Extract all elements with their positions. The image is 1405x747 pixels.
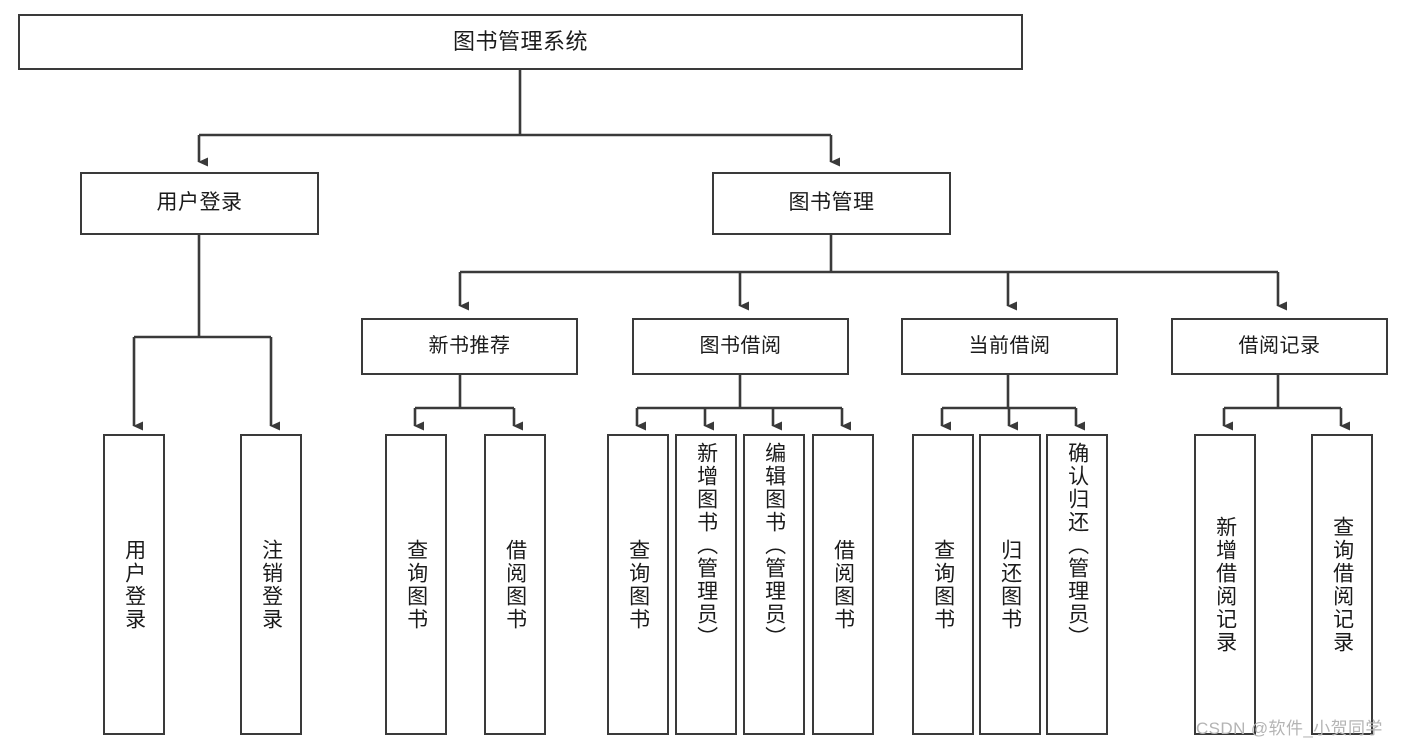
node-leaf-borrow-book-1-label: 借阅图书 bbox=[503, 538, 527, 631]
node-leaf-add-book[interactable]: 新增图书（管理员） bbox=[675, 434, 737, 735]
node-leaf-return-book-label: 归还图书 bbox=[998, 538, 1022, 631]
node-current-borrow-label: 当前借阅 bbox=[968, 334, 1051, 357]
node-leaf-add-record-label: 新增借阅记录 bbox=[1213, 515, 1237, 654]
node-leaf-borrow-book-1[interactable]: 借阅图书 bbox=[484, 434, 546, 735]
node-leaf-user-login-label: 用户登录 bbox=[122, 538, 146, 631]
node-leaf-query-record[interactable]: 查询借阅记录 bbox=[1311, 434, 1373, 735]
node-leaf-logout[interactable]: 注销登录 bbox=[240, 434, 302, 735]
node-leaf-query-book-2-label: 查询图书 bbox=[626, 538, 650, 631]
node-leaf-add-book-label: 新增图书（管理员） bbox=[694, 442, 718, 649]
node-book-manage-label: 图书管理 bbox=[788, 191, 875, 215]
node-leaf-confirm-return-label: 确认归还（管理员） bbox=[1065, 442, 1089, 649]
node-leaf-logout-label: 注销登录 bbox=[259, 538, 283, 631]
node-book-manage[interactable]: 图书管理 bbox=[712, 172, 951, 235]
node-root[interactable]: 图书管理系统 bbox=[18, 14, 1023, 70]
node-new-book-recommend[interactable]: 新书推荐 bbox=[361, 318, 578, 375]
node-borrow-record[interactable]: 借阅记录 bbox=[1171, 318, 1388, 375]
node-leaf-query-book-1-label: 查询图书 bbox=[404, 538, 428, 631]
node-book-borrow-label: 图书借阅 bbox=[699, 334, 782, 357]
node-leaf-confirm-return[interactable]: 确认归还（管理员） bbox=[1046, 434, 1108, 735]
node-borrow-record-label: 借阅记录 bbox=[1238, 334, 1321, 357]
node-leaf-user-login[interactable]: 用户登录 bbox=[103, 434, 165, 735]
node-book-borrow[interactable]: 图书借阅 bbox=[632, 318, 849, 375]
node-leaf-query-book-2[interactable]: 查询图书 bbox=[607, 434, 669, 735]
node-current-borrow[interactable]: 当前借阅 bbox=[901, 318, 1118, 375]
node-user-login[interactable]: 用户登录 bbox=[80, 172, 319, 235]
node-leaf-query-book-3[interactable]: 查询图书 bbox=[912, 434, 974, 735]
node-leaf-add-record[interactable]: 新增借阅记录 bbox=[1194, 434, 1256, 735]
node-root-label: 图书管理系统 bbox=[452, 29, 588, 55]
node-leaf-query-book-3-label: 查询图书 bbox=[931, 538, 955, 631]
node-leaf-borrow-book-2[interactable]: 借阅图书 bbox=[812, 434, 874, 735]
node-leaf-query-book-1[interactable]: 查询图书 bbox=[385, 434, 447, 735]
node-leaf-edit-book[interactable]: 编辑图书（管理员） bbox=[743, 434, 805, 735]
node-leaf-edit-book-label: 编辑图书（管理员） bbox=[762, 442, 786, 649]
watermark: CSDN @软件_小贺同学 bbox=[1196, 719, 1383, 738]
node-leaf-query-record-label: 查询借阅记录 bbox=[1330, 515, 1354, 654]
node-user-login-label: 用户登录 bbox=[156, 191, 243, 215]
node-leaf-borrow-book-2-label: 借阅图书 bbox=[831, 538, 855, 631]
node-leaf-return-book[interactable]: 归还图书 bbox=[979, 434, 1041, 735]
node-new-book-recommend-label: 新书推荐 bbox=[428, 334, 511, 357]
